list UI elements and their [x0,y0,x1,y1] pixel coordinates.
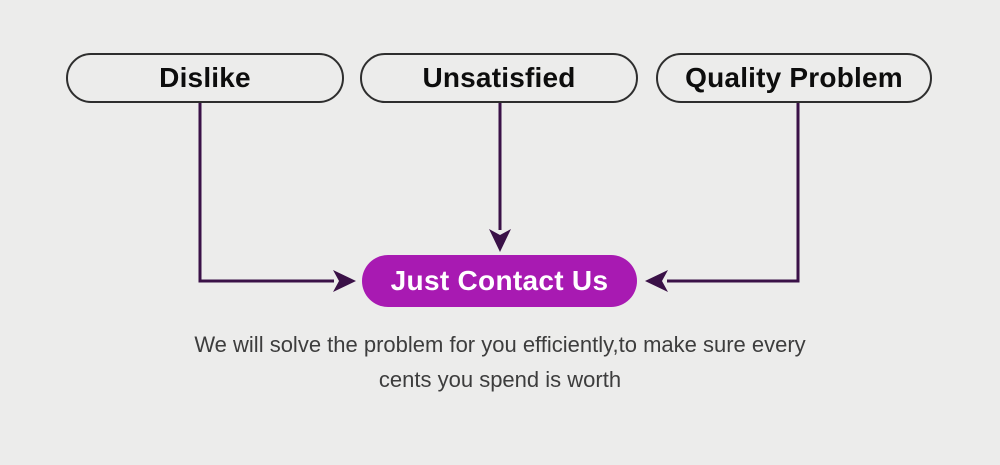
pill-unsatisfied: Unsatisfied [360,53,638,103]
pill-quality-problem: Quality Problem [656,53,932,103]
pill-dislike: Dislike [66,53,344,103]
arrow-quality-to-contact [645,103,800,292]
pill-unsatisfied-label: Unsatisfied [422,62,576,93]
arrow-dislike-to-contact [198,103,356,292]
description-line-1: We will solve the problem for you effici… [194,332,806,357]
contact-us-button-label: Just Contact Us [390,265,609,296]
description-line-2: cents you spend is worth [378,367,622,392]
pill-dislike-label: Dislike [159,62,251,93]
contact-us-button[interactable]: Just Contact Us [362,255,637,307]
description-text: We will solve the problem for you effici… [0,327,1000,397]
pill-quality-problem-label: Quality Problem [685,62,903,93]
